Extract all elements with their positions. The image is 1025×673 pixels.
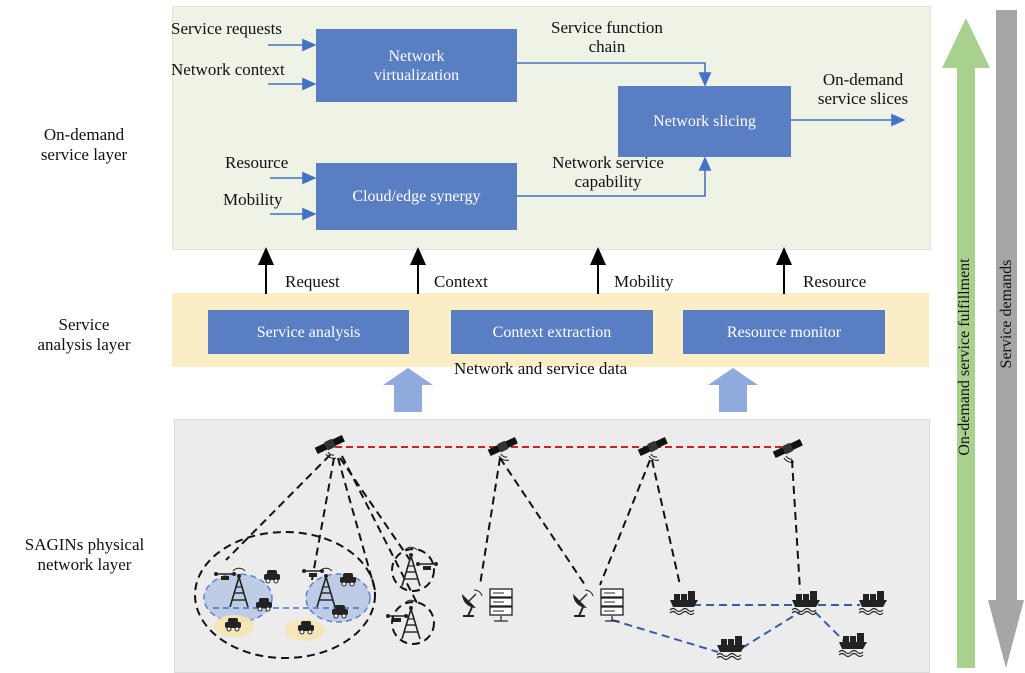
drone-icon <box>385 613 409 623</box>
drone-icon <box>415 561 439 571</box>
service-function-chain-arrow <box>517 62 712 87</box>
network-service-capability-label: Network service capability <box>552 153 664 191</box>
network-service-capability-arrow <box>517 156 712 197</box>
service-analysis-layer-label: Service analysis layer <box>37 315 131 354</box>
mobility-input-label: Mobility <box>223 190 283 209</box>
data-flow-arrow-left <box>383 368 433 412</box>
mobility-label: Mobility <box>614 272 674 291</box>
cloud-edge-synergy-box: Cloud/edge synergy <box>316 163 517 230</box>
service-function-chain-label: Service function chain <box>551 18 663 56</box>
fulfillment-arrow <box>942 18 990 668</box>
satellite-icon <box>637 436 669 461</box>
server-icon <box>489 588 513 622</box>
satellite-icon <box>487 436 519 461</box>
ship-icon <box>791 590 821 616</box>
on-demand-service-layer-panel <box>172 6 931 250</box>
context-label: Context <box>434 272 488 291</box>
maritime-links <box>611 604 860 653</box>
resource-monitor-box: Resource monitor <box>683 310 885 354</box>
network-slicing-box: Network slicing <box>618 86 791 157</box>
resource-label: Resource <box>803 272 867 291</box>
service-analysis-box: Service analysis <box>208 310 409 354</box>
service-requests-label: Service requests <box>171 19 282 38</box>
ship-icon <box>669 590 699 616</box>
physical-network-layer-label: SAGINs physical network layer <box>24 535 145 574</box>
demands-arrow <box>988 10 1024 668</box>
network-virtualization-box: Network virtualization <box>316 29 517 102</box>
on-demand-service-layer-label: On-demand service layer <box>40 125 128 164</box>
request-label: Request <box>285 272 340 291</box>
resource-input-label: Resource <box>225 153 289 172</box>
service-demands-label: Service demands <box>998 259 1015 369</box>
on-demand-fulfillment-label: On-demand service fulfillment <box>956 258 973 456</box>
server-icon <box>600 588 624 622</box>
ship-icon <box>858 590 888 616</box>
drone-icon <box>301 568 325 578</box>
data-flow-arrow-right <box>708 368 758 412</box>
satellite-dish-icon <box>572 588 594 617</box>
ship-icon <box>838 632 868 658</box>
network-context-label: Network context <box>171 60 285 79</box>
vehicle-icon <box>263 569 281 584</box>
network-service-data-label: Network and service data <box>454 359 628 378</box>
context-extraction-box: Context extraction <box>451 310 653 354</box>
base-station-icon <box>401 546 421 587</box>
satellite-icon <box>772 438 804 463</box>
satellite-dish-icon <box>461 588 483 617</box>
on-demand-service-slices-label: On-demand service slices <box>817 70 909 108</box>
ship-icon <box>716 635 746 661</box>
base-station-icon <box>401 599 421 640</box>
